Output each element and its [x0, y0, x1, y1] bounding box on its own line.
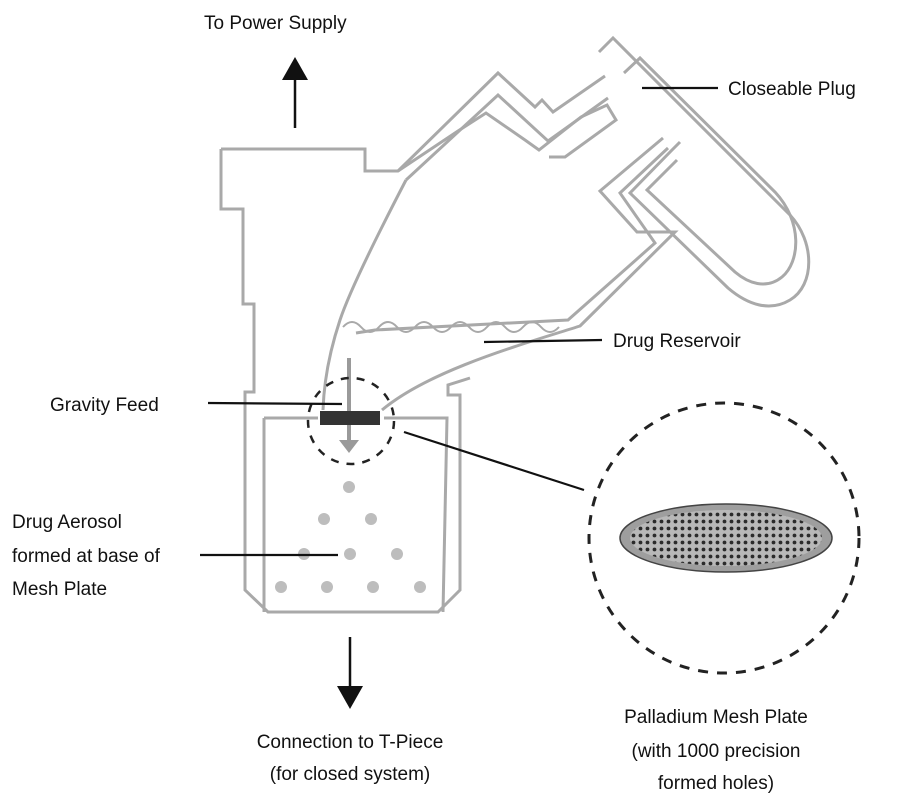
- liquid-surface: [342, 321, 560, 333]
- connection-label-1: Connection to T-Piece: [257, 732, 444, 753]
- reservoir-top-outer: [396, 70, 606, 173]
- gravity-leader: [207, 401, 343, 406]
- mesh-label-3: formed holes): [658, 773, 774, 794]
- reservoir-top-wall: [404, 92, 609, 182]
- aerosol-label-3: Mesh Plate: [12, 579, 107, 600]
- aerosol-label-1: Drug Aerosol: [12, 512, 122, 533]
- aerosol-droplets: [275, 481, 426, 593]
- mesh-leader: [403, 430, 585, 492]
- housing-left-side: [219, 149, 471, 614]
- reservoir-leader: [483, 338, 603, 344]
- mesh-label-2: (with 1000 precision: [632, 741, 801, 762]
- closeable-plug: [597, 35, 811, 308]
- reservoir-label: Drug Reservoir: [613, 331, 741, 352]
- closeable-plug-inner: [622, 55, 798, 286]
- reservoir-right-wall: [381, 136, 679, 412]
- mesh-plate: [320, 411, 380, 425]
- plug-label: Closeable Plug: [728, 79, 856, 100]
- gravity-feed-label: Gravity Feed: [50, 395, 159, 416]
- zoom-indicator-small: [306, 376, 396, 466]
- mesh-label-1: Palladium Mesh Plate: [624, 707, 808, 728]
- connection-label-2: (for closed system): [270, 764, 430, 785]
- gravity-feed-arrow: [339, 358, 359, 453]
- reservoir-left-wall: [321, 179, 408, 411]
- power-supply-label: To Power Supply: [204, 13, 347, 34]
- nebulizer-body-outline: [221, 103, 618, 173]
- mesh-plate-detail: [619, 503, 833, 573]
- arrow-down-icon: [337, 637, 363, 709]
- reservoir-right-outer: [355, 146, 670, 335]
- aerosol-label-2: formed at base of: [12, 546, 161, 567]
- aerosol-chamber: [262, 416, 449, 613]
- zoom-indicator-large: [587, 401, 861, 675]
- arrow-up-icon: [282, 57, 308, 128]
